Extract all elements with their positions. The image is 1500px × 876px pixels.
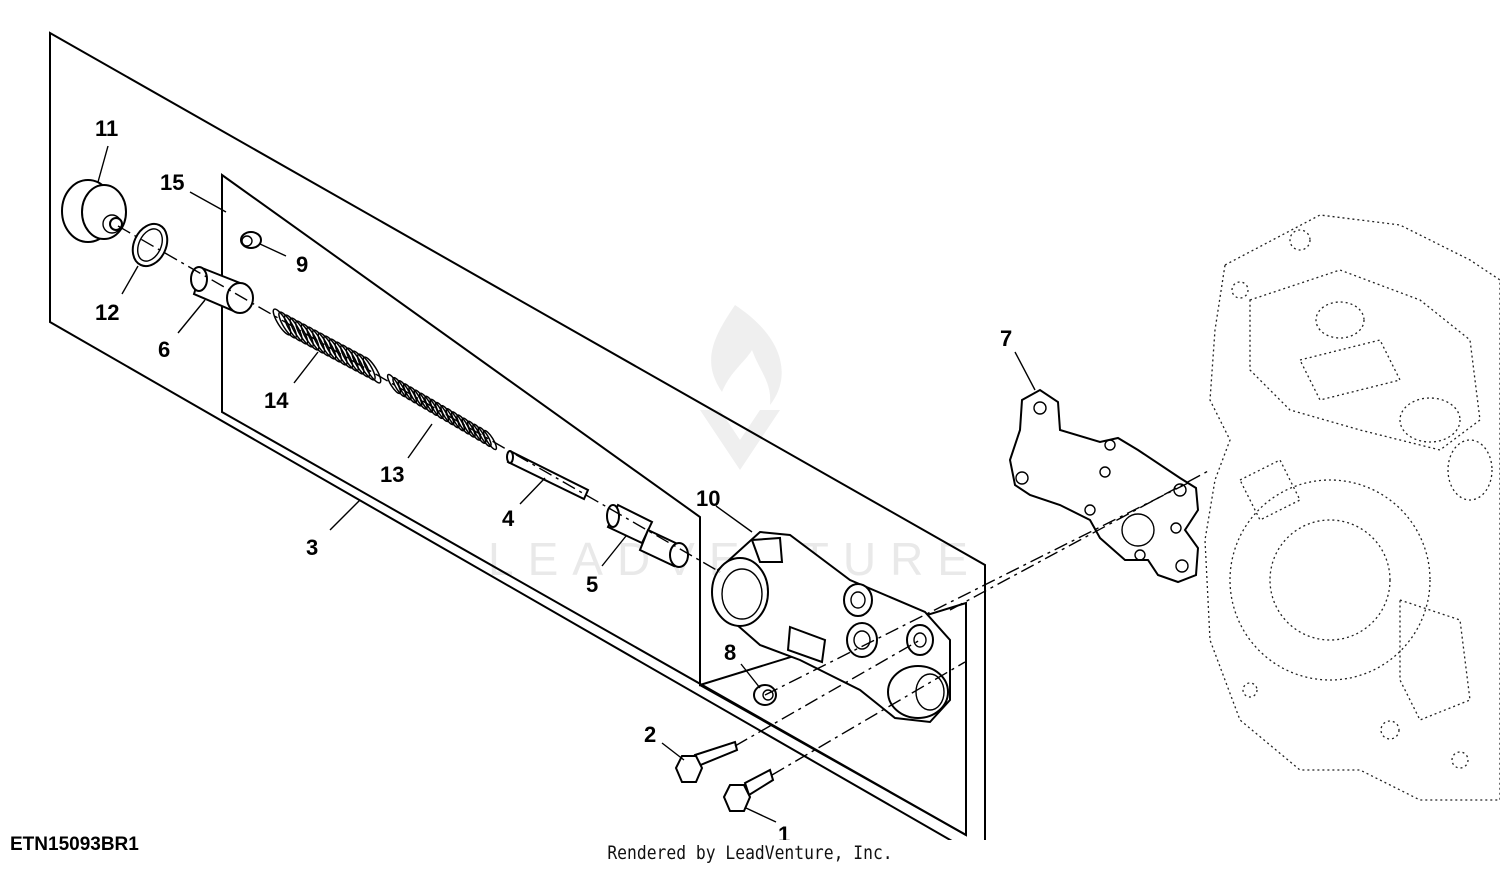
engine-block-phantom (1204, 214, 1500, 801)
centerline-1 (771, 661, 966, 776)
centerline-gasket (949, 469, 1211, 611)
leader-lines (97, 145, 1036, 823)
callout-9: 9 (296, 252, 308, 277)
gasket-part-7 (1008, 388, 1200, 584)
centerline-8 (764, 481, 1191, 696)
callout-11: 11 (95, 116, 118, 141)
inner-panel-outline (221, 173, 967, 837)
centerline-main (117, 225, 721, 573)
watermark-logo: LEADVENTURE (488, 305, 968, 585)
pin-part-4 (506, 450, 590, 501)
callout-7: 7 (1000, 326, 1012, 351)
callout-8: 8 (724, 640, 736, 665)
callout-2: 2 (644, 722, 656, 747)
exploded-view-drawing: LEADVENTURE (49, 31, 1500, 840)
plug-part-9 (240, 231, 262, 249)
rendered-by-footer: Rendered by LeadVenture, Inc. (607, 842, 893, 864)
callout-3: 3 (306, 535, 318, 560)
piston-part-6 (190, 266, 254, 314)
spring-part-13 (386, 373, 498, 451)
callout-12: 12 (95, 300, 119, 325)
callout-10: 10 (696, 486, 720, 511)
centerline-2 (734, 639, 921, 747)
kit-panel-outline (49, 31, 986, 840)
callout-6: 6 (158, 337, 170, 362)
housing-panel-edge (699, 517, 967, 836)
spool-part-5 (606, 503, 689, 568)
spring-part-14 (272, 308, 382, 384)
valve-housing-part-10 (711, 530, 951, 724)
callout-14: 14 (264, 388, 289, 413)
callout-1: 1 (778, 822, 790, 840)
bolt-part-2 (674, 740, 739, 783)
callout-15: 15 (160, 170, 184, 195)
bolt-part-1 (722, 768, 775, 812)
cap-part-11 (61, 179, 127, 243)
callout-5: 5 (586, 572, 598, 597)
callout-4: 4 (502, 506, 515, 531)
callout-13: 13 (380, 462, 404, 487)
diagram-code: ETN15093BR1 (10, 834, 139, 855)
